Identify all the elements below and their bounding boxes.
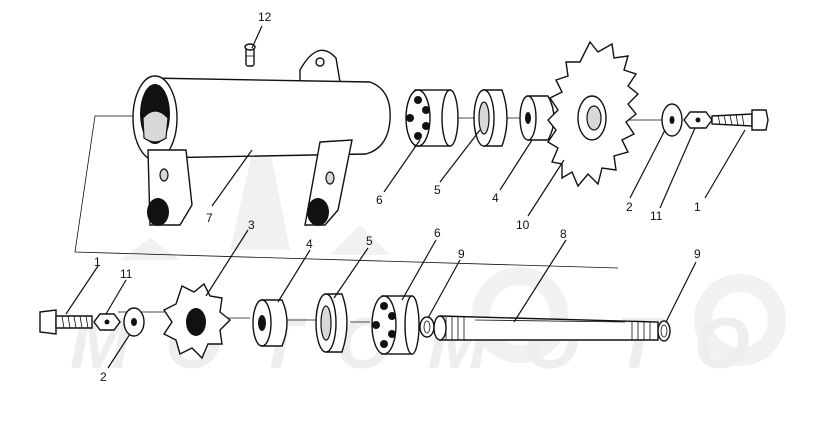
seal-lower <box>315 293 348 353</box>
label-4-upper: 4 <box>492 191 499 205</box>
axle-housing <box>132 49 391 226</box>
washer-upper <box>661 103 683 137</box>
lockwasher-upper <box>683 111 713 129</box>
label-6-upper: 6 <box>376 193 383 207</box>
spacer-lower <box>252 299 288 347</box>
lockwasher-lower <box>93 313 121 331</box>
label-2-upper: 2 <box>626 200 633 214</box>
drive-sprocket <box>547 40 640 188</box>
label-2-lower: 2 <box>100 370 107 384</box>
label-3: 3 <box>248 218 255 232</box>
spacer-upper <box>519 95 555 141</box>
label-11-upper: 11 <box>650 209 663 223</box>
bearing-lower <box>371 295 420 355</box>
label-9-left: 9 <box>458 247 465 261</box>
callout-labels: 12 7 6 5 4 10 2 11 1 3 4 5 6 9 8 9 1 11 … <box>94 10 701 384</box>
washer-lower <box>123 307 145 337</box>
bolt-upper <box>711 109 769 131</box>
label-4-lower: 4 <box>306 237 313 251</box>
o-ring-left <box>419 316 435 338</box>
seal-upper <box>473 89 508 147</box>
small-sprocket <box>162 282 232 360</box>
label-1-lower: 1 <box>94 255 101 269</box>
label-7: 7 <box>206 211 213 225</box>
bearing-upper <box>405 89 459 147</box>
label-9-right: 9 <box>694 247 701 261</box>
axle-shaft <box>433 315 659 341</box>
label-1-upper: 1 <box>694 200 701 214</box>
label-5-lower: 5 <box>366 234 373 248</box>
bolt-lower <box>39 309 93 335</box>
callout-lines <box>65 25 746 369</box>
grease-fitting <box>244 43 256 67</box>
label-12: 12 <box>258 10 272 24</box>
label-8: 8 <box>560 227 567 241</box>
label-5-upper: 5 <box>434 183 441 197</box>
label-11-lower: 11 <box>120 267 133 281</box>
label-10: 10 <box>516 218 530 232</box>
o-ring-right <box>657 320 671 342</box>
label-6-lower: 6 <box>434 226 441 240</box>
